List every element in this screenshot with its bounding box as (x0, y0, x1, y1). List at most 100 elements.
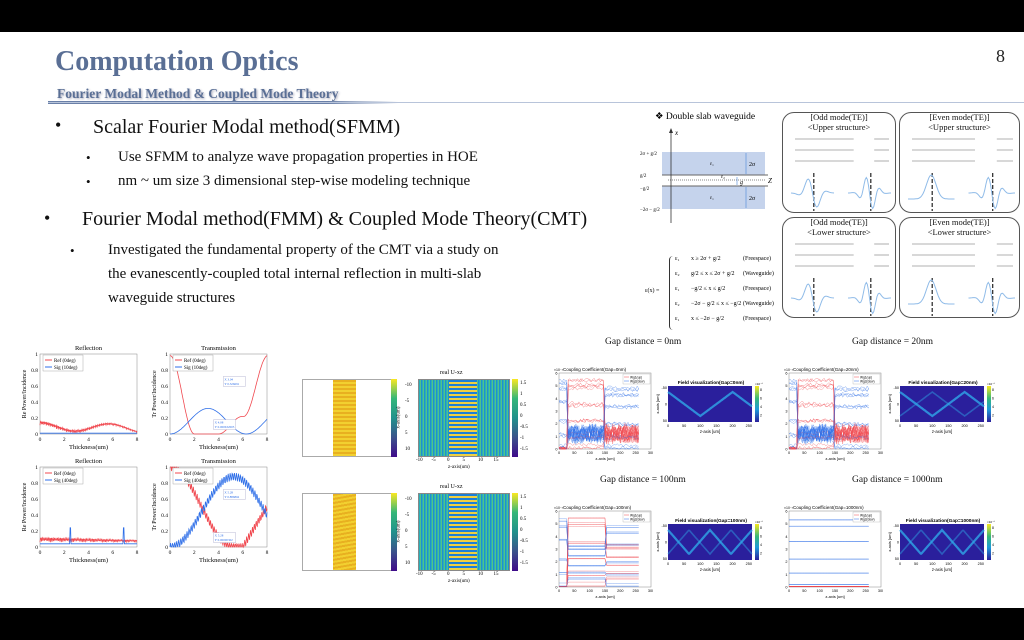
wg1-line (788, 424, 869, 450)
y-tick-label: 0.2 (31, 529, 38, 535)
y-tick-label: 0.6 (161, 384, 168, 390)
x-tick-label: -5 (431, 572, 436, 577)
legend-label: Wg1(up) (630, 375, 642, 379)
wg1-line (788, 418, 869, 450)
colorbar (987, 524, 991, 560)
index-map (302, 379, 394, 457)
x-tick-label: 15 (493, 572, 499, 577)
colorbar-tick: 4 (992, 405, 994, 409)
wg2-line (788, 387, 869, 442)
mode-profile-plot (790, 138, 891, 211)
wg1-line (559, 578, 639, 587)
wg1-line (559, 517, 639, 587)
x-tick-label: 150 (945, 424, 951, 428)
colorbar-tick: 6 (992, 397, 994, 401)
x-tick-label: 200 (617, 451, 623, 455)
y-tick-label: 0.8 (31, 481, 38, 487)
y-tick-label: 5 (785, 522, 787, 526)
field-beam (667, 529, 753, 556)
mode-box: [Even mode(TE)]<Lower structure> (899, 217, 1020, 318)
wg2-line (558, 387, 639, 445)
colorbar-tick: 8 (760, 526, 762, 530)
wg2-line (559, 573, 639, 577)
wg2-line (559, 525, 639, 549)
index-map (302, 493, 394, 571)
y-tick-label: 0.4 (31, 513, 38, 519)
x-tick-label: 0 (899, 424, 901, 428)
datatip-y: Y 0.326691 (224, 382, 239, 386)
axis-exponent: ×10⁻³ (784, 368, 794, 372)
colorbar-tick: 8 (992, 388, 994, 392)
colorbar-exponent: ×10⁻⁶ (755, 382, 764, 386)
y-tick-label: 0.8 (161, 481, 168, 487)
chart-title: Coupling Coefficient(Gap=0nm) (563, 367, 627, 372)
wg1-line (558, 425, 639, 450)
legend-label: Sig (10deg) (54, 366, 78, 371)
label-eps: ε₁ (710, 162, 714, 167)
x-tick-label: 250 (632, 589, 638, 593)
mode-profile-curve (968, 281, 1015, 315)
field-heatmap (668, 386, 752, 422)
y-tick-label: 0.2 (31, 416, 38, 422)
colorbar-tick: -1 (520, 436, 525, 441)
x-axis-label: Thickness(um) (199, 444, 238, 451)
field-beam (667, 390, 753, 418)
x-axis-label: Thickness(um) (69, 557, 108, 564)
row-eps: ε₁ (675, 256, 680, 262)
y-tick-label: 3 (785, 548, 787, 552)
y-tick-label: 0 (405, 529, 408, 534)
wg2-line (789, 427, 869, 450)
x-tick-label: 100 (816, 451, 822, 455)
field-beam (899, 528, 985, 555)
legend-label: Ref (0deg) (184, 359, 206, 364)
wg2-line (559, 560, 639, 567)
slide: Computation Optics Fourier Modal Method … (0, 32, 1024, 608)
x-tick-label: 50 (682, 562, 686, 566)
x-tick-label: 0 (39, 437, 42, 443)
x-tick-label: 200 (847, 451, 853, 455)
wg1-line (788, 425, 869, 450)
axis-x-label: x (674, 129, 679, 137)
wg2-line (559, 572, 639, 575)
y-tick-label: 6 (555, 372, 557, 376)
wg1-line (559, 558, 639, 587)
mode-profile-curve (790, 178, 835, 208)
chart-title: Reflection (75, 458, 103, 465)
field-beam (667, 528, 753, 555)
datatip-x: X 4.08 (215, 421, 224, 425)
equation-lhs: ε(x) = (645, 288, 660, 294)
colorbar-exponent: ×10⁻⁶ (755, 520, 764, 524)
y-tick-label: 1 (555, 435, 557, 439)
x-tick-label: 4 (87, 437, 90, 443)
colorbar-tick: 0 (520, 528, 523, 533)
colorbar-exponent: ×10⁻⁶ (987, 382, 996, 386)
colorbar-tick: 8 (992, 526, 994, 530)
y-tick-label: -50 (894, 386, 900, 390)
x-tick-label: 250 (746, 562, 752, 566)
wg2-line (559, 518, 639, 546)
y-tick-label: 0.2 (161, 416, 168, 422)
bullet-dot: • (86, 150, 91, 165)
mode-subtitle: <Lower structure> (807, 227, 871, 237)
chart-title: Coupling Coefficient(Gap=20nm) (793, 367, 859, 372)
wg1-line (558, 427, 639, 450)
y-axis-label: x-axis [um] (888, 394, 892, 413)
chart-title: Coupling Coefficient(Gap=100nm) (563, 505, 632, 510)
double-slab-diagram: x Z 2σ + g/2 g/2 −g/2 −2σ − g/2 2σ 2σ g … (640, 128, 772, 223)
legend (622, 511, 651, 523)
gap-label: Gap distance = 100nm (600, 475, 686, 485)
x-tick-label: 8 (266, 550, 269, 556)
x-tick-label: 250 (862, 589, 868, 593)
x-tick-label: 5 (462, 572, 466, 577)
y-tick-label: 50 (895, 419, 899, 423)
row-eps: ε₂ (675, 301, 680, 307)
wg1-line (559, 570, 639, 587)
y-tick-label: 0.6 (31, 497, 38, 503)
wg2-line (788, 400, 869, 444)
label-mg2: −g/2 (640, 187, 650, 192)
x-tick-label: 0 (788, 451, 790, 455)
y-tick-label: 0.6 (161, 497, 168, 503)
